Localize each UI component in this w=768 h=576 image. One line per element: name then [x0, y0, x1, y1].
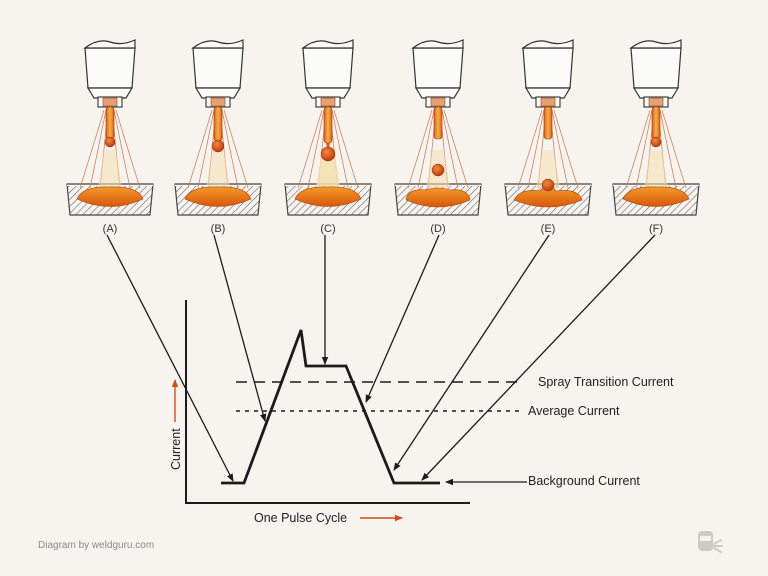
- metal-droplet: [541, 178, 555, 192]
- x-axis-label: One Pulse Cycle: [254, 511, 347, 525]
- metal-droplet: [104, 136, 116, 148]
- arc-light: [536, 150, 560, 188]
- torch-panel-d: (D): [394, 39, 482, 235]
- metal-droplet: [650, 136, 662, 148]
- torch-nozzle: [522, 47, 574, 89]
- torch-nozzle: [630, 47, 682, 89]
- weld-pool: [184, 186, 252, 207]
- arc-light: [206, 150, 230, 188]
- wire-electrode: [433, 106, 443, 140]
- torch-nozzle: [84, 47, 136, 89]
- wire-electrode: [105, 106, 115, 140]
- graph-axes: [185, 300, 470, 504]
- panel-label: (C): [320, 223, 335, 235]
- panel-label: (B): [211, 223, 226, 235]
- weld-pool: [622, 186, 690, 207]
- torch-panel-a: (A): [66, 39, 154, 235]
- metal-droplet: [320, 146, 336, 162]
- wire-electrode: [543, 106, 553, 140]
- pointer-arrows: [106, 234, 656, 486]
- panel-label: (F): [649, 223, 663, 235]
- arrow-f: [421, 234, 656, 481]
- arrow-a: [106, 234, 234, 482]
- torch-nozzle: [412, 47, 464, 89]
- panel-label: (A): [103, 223, 118, 235]
- weld-pool: [513, 186, 583, 208]
- average-current-label: Average Current: [528, 404, 620, 418]
- y-axis-label: Current: [169, 428, 183, 470]
- torch-panel-e: (E): [504, 39, 592, 235]
- arrow-b: [213, 234, 267, 422]
- metal-droplet: [431, 163, 445, 177]
- arc-light: [644, 150, 668, 188]
- arrow-e: [393, 234, 550, 471]
- arc-light: [98, 150, 122, 188]
- panel-label: (D): [430, 223, 445, 235]
- arc-light: [316, 150, 340, 188]
- torch-panels: (A) (B) (C) (D) (E) (F): [66, 39, 700, 235]
- wire-electrode: [651, 106, 661, 140]
- weld-pool: [294, 186, 362, 207]
- wire-electrode: [323, 106, 333, 144]
- torch-nozzle: [192, 47, 244, 89]
- weld-pool: [405, 187, 471, 208]
- weld-pool: [76, 186, 144, 207]
- panel-label: (E): [541, 223, 556, 235]
- weldguru-logo-icon: [698, 531, 723, 553]
- torch-panel-b: (B): [174, 39, 262, 235]
- torch-nozzle: [302, 47, 354, 89]
- wire-electrode: [213, 106, 223, 142]
- torch-panel-f: (F): [612, 39, 700, 235]
- credit-text: Diagram by weldguru.com: [38, 540, 155, 551]
- arrow-d: [365, 234, 440, 403]
- pulse-waveform: [221, 329, 440, 485]
- background-current-label: Background Current: [528, 474, 640, 488]
- spray-transition-label: Spray Transition Current: [538, 375, 674, 389]
- torch-panel-c: (C): [284, 39, 372, 235]
- metal-droplet: [211, 139, 225, 153]
